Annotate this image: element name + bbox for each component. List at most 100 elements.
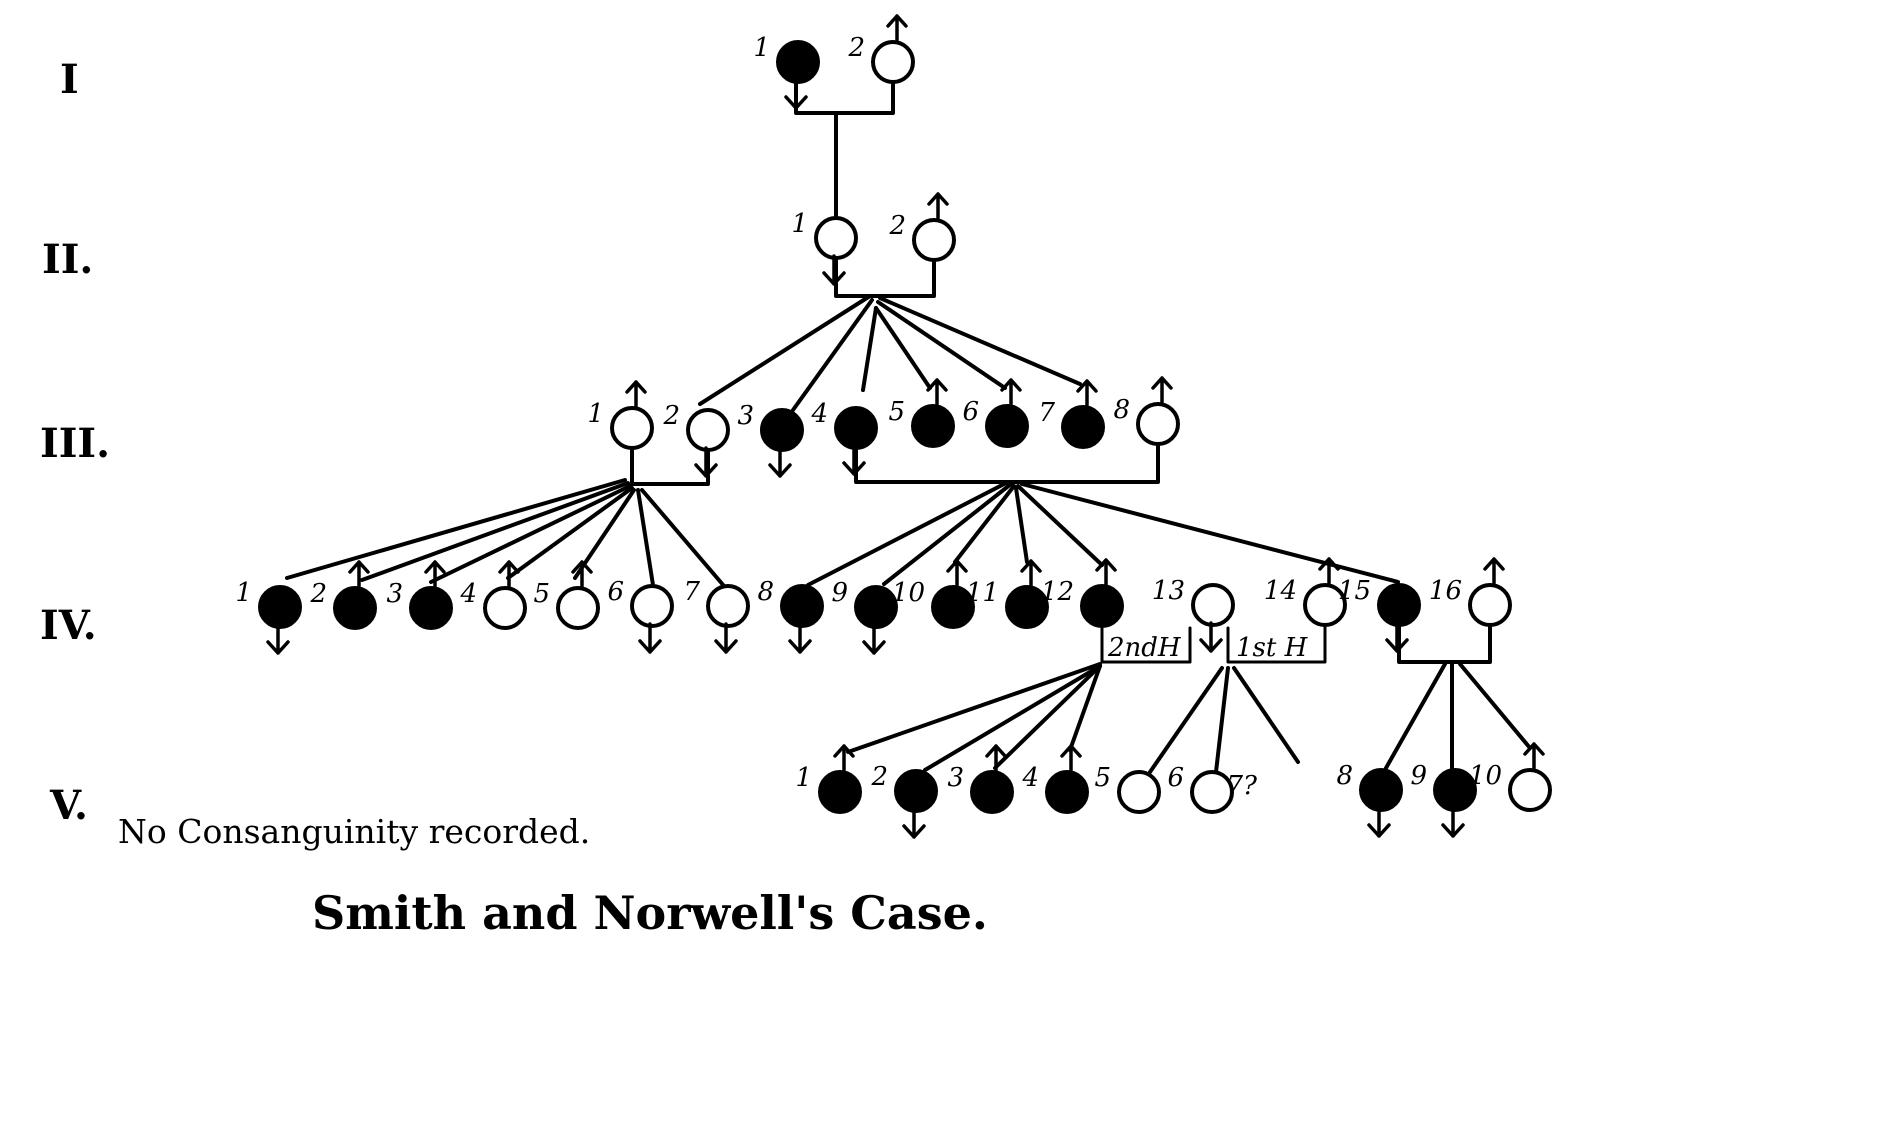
- individual-number-IV-1: 1: [235, 578, 252, 608]
- individual-III-3: 3: [737, 401, 804, 478]
- mating-bar-I: [794, 81, 895, 115]
- individual-IV-11: 11: [966, 559, 1049, 629]
- descent-line-III-b-2: [882, 482, 1013, 586]
- male-arrow-icon: [886, 14, 908, 42]
- individual-number-I-1: 1: [753, 33, 770, 63]
- male-arrow-icon: [1095, 558, 1117, 586]
- mating-bar-III-a: [630, 447, 710, 486]
- female-arrow-icon: [1199, 621, 1223, 653]
- individual-III-6: 6: [962, 378, 1029, 448]
- affected-circle-symbol: [776, 40, 820, 84]
- individual-IV-16: 16: [1429, 557, 1512, 627]
- descent-line-II-2: [791, 298, 874, 412]
- individual-III-8: 8: [1113, 376, 1180, 446]
- individual-number-IV-7: 7: [683, 577, 700, 607]
- female-arrow-icon: [714, 622, 738, 654]
- individual-number-IV-16: 16: [1429, 576, 1462, 606]
- individual-V-5: 5: [1094, 763, 1161, 814]
- male-arrow-icon: [1483, 557, 1505, 585]
- individual-number-III-2: 2: [662, 401, 680, 431]
- descent-line-III-a-7: [640, 488, 726, 588]
- generation-label-III: III.: [40, 420, 111, 467]
- unaffected-circle-symbol: [706, 584, 750, 628]
- individual-IV-9: 9: [831, 578, 898, 655]
- affected-circle-symbol: [760, 408, 804, 452]
- unaffected-circle-symbol: [686, 408, 730, 452]
- unaffected-circle-symbol: [912, 218, 956, 262]
- unaffected-circle-symbol: [814, 216, 858, 260]
- individual-IV-10: 10: [892, 559, 975, 629]
- individual-number-V-5: 5: [1094, 763, 1111, 793]
- individual-number-V-8: 8: [1336, 761, 1353, 791]
- affected-circle-symbol: [931, 585, 975, 629]
- descent-line-1stH-2: [1214, 666, 1230, 774]
- affected-circle-symbol: [1061, 405, 1105, 449]
- male-arrow-icon: [1318, 557, 1340, 585]
- individual-IV-4: 4: [459, 560, 527, 630]
- individual-I-1: 1: [753, 33, 820, 110]
- male-arrow-icon: [571, 560, 593, 588]
- individual-IV-8: 8: [757, 577, 824, 654]
- individual-V-6: 6: [1167, 763, 1234, 814]
- unaffected-circle-symbol: [556, 586, 600, 630]
- descent-line-III-a-6: [636, 488, 655, 587]
- individual-number-III-8: 8: [1113, 395, 1130, 425]
- individual-IV-7: 7: [683, 577, 750, 654]
- generation-label-IV: IV.: [40, 602, 97, 649]
- affected-circle-symbol: [258, 585, 302, 629]
- female-arrow-icon: [1385, 621, 1409, 653]
- individual-number-V-2: 2: [870, 762, 888, 792]
- male-arrow-icon: [985, 744, 1007, 772]
- individual-number-IV-11: 11: [966, 578, 999, 608]
- consanguinity-note: No Consanguinity recorded.: [118, 812, 591, 851]
- individual-number-IV-2: 2: [309, 579, 327, 609]
- affected-circle-symbol: [834, 406, 878, 450]
- individual-number-IV-5: 5: [533, 579, 550, 609]
- affected-circle-symbol: [1377, 583, 1421, 627]
- individual-number-IV-10: 10: [892, 578, 925, 608]
- affected-circle-symbol: [1005, 585, 1049, 629]
- descent-line-III-b-4: [1014, 486, 1029, 564]
- unaffected-circle-symbol: [1191, 583, 1235, 627]
- individual-number-IV-14: 14: [1264, 576, 1297, 606]
- descent-line-III-b-5: [1016, 484, 1104, 567]
- unaffected-circle-symbol: [1190, 770, 1234, 814]
- individual-IV-13: 13: [1152, 576, 1235, 653]
- individual-V-2: 2: [870, 762, 938, 839]
- individual-number-IV-4: 4: [459, 579, 477, 609]
- affected-circle-symbol: [409, 586, 453, 630]
- unaffected-circle-symbol: [1303, 583, 1347, 627]
- individual-number-III-4: 4: [810, 399, 828, 429]
- individual-number-V-6: 6: [1167, 763, 1184, 793]
- individual-V-7: 7?: [1227, 771, 1259, 801]
- descent-line-II-5: [876, 300, 1007, 390]
- male-arrow-icon: [1151, 376, 1173, 404]
- individual-number-IV-3: 3: [386, 579, 403, 609]
- female-arrow-icon: [266, 623, 290, 655]
- generation-label-II: II.: [42, 236, 94, 283]
- unaffected-circle-symbol: [1117, 770, 1161, 814]
- male-arrow-icon: [1060, 744, 1082, 772]
- descent-line-2ndH-4: [1068, 664, 1102, 752]
- individual-number-V-7: 7?: [1227, 771, 1259, 801]
- generation-label-V: V.: [50, 782, 88, 829]
- individual-V-10: 10: [1469, 742, 1552, 812]
- descent-line-II-6: [878, 296, 1082, 386]
- male-arrow-icon: [833, 744, 855, 772]
- affected-circle-symbol: [333, 586, 377, 630]
- individual-number-III-7: 7: [1038, 398, 1055, 428]
- individual-IV-2: 2: [309, 560, 377, 630]
- individual-V-8: 8: [1336, 761, 1403, 838]
- individual-III-5: 5: [888, 378, 955, 448]
- descent-line-2ndH-2: [923, 664, 1102, 772]
- marriage-label-2ndH: 2ndH: [1107, 633, 1182, 663]
- individual-V-3: 3: [947, 744, 1014, 814]
- male-arrow-icon: [1000, 378, 1022, 406]
- individual-III-1: 1: [587, 380, 654, 450]
- individual-number-III-1: 1: [587, 399, 604, 429]
- individual-IV-15: 15: [1338, 576, 1421, 653]
- affected-circle-symbol: [1080, 584, 1124, 628]
- affected-circle-symbol: [780, 584, 824, 628]
- male-arrow-icon: [625, 380, 647, 408]
- male-arrow-icon: [1523, 742, 1545, 770]
